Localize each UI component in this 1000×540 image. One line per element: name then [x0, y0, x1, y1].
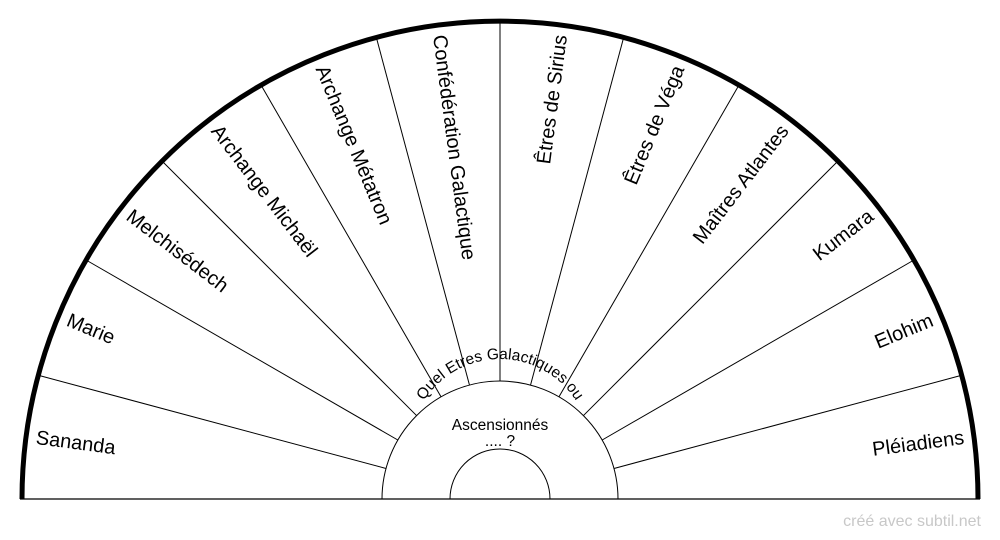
sector-divider	[375, 37, 470, 386]
hub-arc	[449, 448, 551, 500]
sector-label-sananda: Sananda	[35, 427, 118, 459]
sector-divider	[260, 84, 442, 398]
sector-label-melchisedech: Melchisédech	[122, 205, 232, 297]
sector-label-archange-michael: Archange Michaël	[206, 121, 321, 261]
credit-text: créé avec subtil.net	[843, 513, 981, 530]
sector-label-confederation-galactique: Confédération Galactique	[428, 34, 479, 262]
question-text-line3: .... ?	[485, 433, 516, 450]
sector-divider	[613, 374, 962, 469]
sector-label-marie: Marie	[63, 310, 118, 349]
sector-divider	[601, 259, 915, 441]
sector-label-etres-de-vega: Êtres de Véga	[620, 61, 690, 188]
sector-divider	[558, 84, 740, 398]
sector-label-maitres-atlantes: Maîtres Atlantes	[689, 121, 794, 248]
sector-divider	[161, 160, 417, 416]
sector-label-etres-de-sirius: Êtres de Sirius	[532, 33, 572, 165]
sector-label-kumara: Kumara	[809, 205, 879, 266]
sector-label-archange-metatron: Archange Métatron	[311, 62, 396, 228]
sector-divider	[38, 374, 387, 469]
sector-label-elohim: Elohim	[872, 310, 937, 354]
sector-dividers	[38, 21, 962, 469]
sector-label-pleiadiens: Pléiadiens	[871, 427, 965, 461]
inner-arc	[381, 380, 619, 500]
question-text-line2: Ascensionnés	[452, 417, 549, 434]
sector-divider	[583, 160, 839, 416]
sector-divider	[85, 259, 399, 441]
sector-divider	[530, 37, 625, 386]
